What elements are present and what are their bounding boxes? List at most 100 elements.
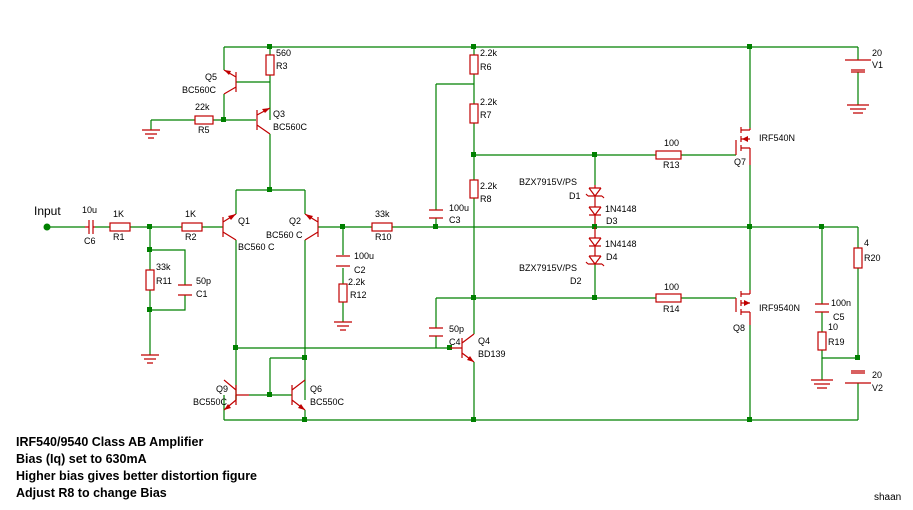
svg-text:Q9: Q9 <box>216 384 228 394</box>
mosfet-q7: IRF540N Q7 <box>734 127 795 167</box>
svg-text:Q5: Q5 <box>205 72 217 82</box>
resistor-r14: 100 R14 <box>655 282 682 314</box>
capacitor-c4: 50p C4 <box>429 324 464 347</box>
svg-text:Q4: Q4 <box>478 336 490 346</box>
transistor-q5: Q5 BC560C <box>182 69 237 95</box>
svg-text:10u: 10u <box>82 205 97 215</box>
capacitor-c6: 10u C6 <box>82 205 97 246</box>
svg-text:Q3: Q3 <box>273 109 285 119</box>
resistor-r5: 22k R5 <box>194 102 214 135</box>
svg-text:R20: R20 <box>864 253 881 263</box>
svg-text:BZX7915V/PS: BZX7915V/PS <box>519 263 577 273</box>
capacitor-c5: 100n C5 <box>815 298 851 322</box>
note-line: Higher bias gives better distortion figu… <box>16 469 258 483</box>
svg-text:BC560C: BC560C <box>273 122 308 132</box>
zener-d2: BZX7915V/PS D2 <box>519 252 605 286</box>
svg-text:4: 4 <box>864 238 869 248</box>
svg-text:C4: C4 <box>449 337 461 347</box>
svg-text:R6: R6 <box>480 62 492 72</box>
transistor-q6: Q6 BC550C <box>291 379 345 411</box>
zener-d1: BZX7915V/PS D1 <box>519 177 605 203</box>
svg-text:1N4148: 1N4148 <box>605 204 637 214</box>
svg-text:R19: R19 <box>828 337 845 347</box>
capacitor-c3: 100u C3 <box>429 203 469 225</box>
transistor-q1: Q1 BC560 C <box>222 213 275 252</box>
svg-text:BD139: BD139 <box>478 349 506 359</box>
svg-text:R3: R3 <box>276 61 288 71</box>
svg-text:100u: 100u <box>354 251 374 261</box>
svg-text:V2: V2 <box>872 383 883 393</box>
svg-text:D3: D3 <box>606 216 618 226</box>
ground-r11 <box>141 354 159 364</box>
svg-text:Q1: Q1 <box>238 216 250 226</box>
svg-text:C5: C5 <box>833 312 845 322</box>
notes: IRF540/9540 Class AB Amplifier Bias (Iq)… <box>16 434 257 502</box>
resistor-r20: 4 R20 <box>853 238 881 269</box>
battery-v1: 20 V1 <box>845 48 883 114</box>
svg-text:D4: D4 <box>606 252 618 262</box>
svg-text:1K: 1K <box>185 209 196 219</box>
wires <box>47 46 859 421</box>
svg-text:R5: R5 <box>198 125 210 135</box>
svg-text:BC550C: BC550C <box>193 397 228 407</box>
resistor-r2: 1K R2 <box>181 209 203 242</box>
battery-v2: 20 V2 <box>845 370 883 393</box>
resistor-r3: 560 R3 <box>265 48 291 76</box>
svg-text:R11: R11 <box>156 276 172 286</box>
svg-text:BC560 C: BC560 C <box>266 230 303 240</box>
junctions <box>147 44 860 422</box>
svg-text:BC560 C: BC560 C <box>238 242 275 252</box>
svg-text:R13: R13 <box>663 160 680 170</box>
svg-text:BC560C: BC560C <box>182 85 217 95</box>
svg-text:BC550C: BC550C <box>310 397 345 407</box>
svg-text:R10: R10 <box>375 232 392 242</box>
svg-text:2.2k: 2.2k <box>480 48 498 58</box>
svg-text:R2: R2 <box>185 232 197 242</box>
svg-text:D2: D2 <box>570 276 582 286</box>
svg-text:33k: 33k <box>156 262 171 272</box>
svg-text:C2: C2 <box>354 265 366 275</box>
transistor-q4: Q4 BD139 <box>450 333 506 363</box>
svg-text:Q6: Q6 <box>310 384 322 394</box>
transistor-q2: Q2 BC560 C <box>266 213 319 241</box>
ground-r12 <box>334 321 352 331</box>
svg-text:R14: R14 <box>663 304 680 314</box>
svg-text:22k: 22k <box>195 102 210 112</box>
resistor-r8: 2.2k R8 <box>469 179 498 204</box>
svg-text:V1: V1 <box>872 60 883 70</box>
svg-text:20: 20 <box>872 48 882 58</box>
input-terminal <box>43 223 51 231</box>
capacitor-c2: 100u C2 <box>336 251 374 275</box>
svg-text:BZX7915V/PS: BZX7915V/PS <box>519 177 577 187</box>
svg-text:R7: R7 <box>480 110 492 120</box>
resistor-r10: 33k R10 <box>371 209 393 242</box>
svg-text:20: 20 <box>872 370 882 380</box>
svg-text:100: 100 <box>664 282 679 292</box>
note-line: Bias (Iq) set to 630mA <box>16 452 147 466</box>
svg-text:C1: C1 <box>196 289 208 299</box>
svg-text:R12: R12 <box>350 290 367 300</box>
svg-text:C6: C6 <box>84 236 96 246</box>
resistor-r6: 2.2k R6 <box>469 48 498 75</box>
svg-text:1K: 1K <box>113 209 124 219</box>
svg-text:C3: C3 <box>449 215 461 225</box>
svg-text:R8: R8 <box>480 194 492 204</box>
resistor-r13: 100 R13 <box>655 138 682 170</box>
ground-r5 <box>142 129 160 139</box>
mosfet-q8: IRF9540N Q8 <box>733 290 800 333</box>
resistor-r1: 1K R1 <box>109 209 131 242</box>
diode-d3: 1N4148 D3 <box>588 203 637 226</box>
svg-text:10: 10 <box>828 322 838 332</box>
svg-text:Q2: Q2 <box>289 216 301 226</box>
resistor-r11: 33k R11 <box>145 262 172 291</box>
note-line: IRF540/9540 Class AB Amplifier <box>16 435 204 449</box>
transistor-q3: Q3 BC560C <box>256 107 308 135</box>
resistor-r12: 2.2k R12 <box>338 277 367 303</box>
diode-d4: 1N4148 D4 <box>588 227 637 262</box>
note-line: Adjust R8 to change Bias <box>16 486 167 500</box>
svg-text:D1: D1 <box>569 191 581 201</box>
resistor-r19: 10 R19 <box>817 322 845 351</box>
svg-text:Q7: Q7 <box>734 157 746 167</box>
svg-text:50p: 50p <box>449 324 464 334</box>
svg-text:560: 560 <box>276 48 291 58</box>
